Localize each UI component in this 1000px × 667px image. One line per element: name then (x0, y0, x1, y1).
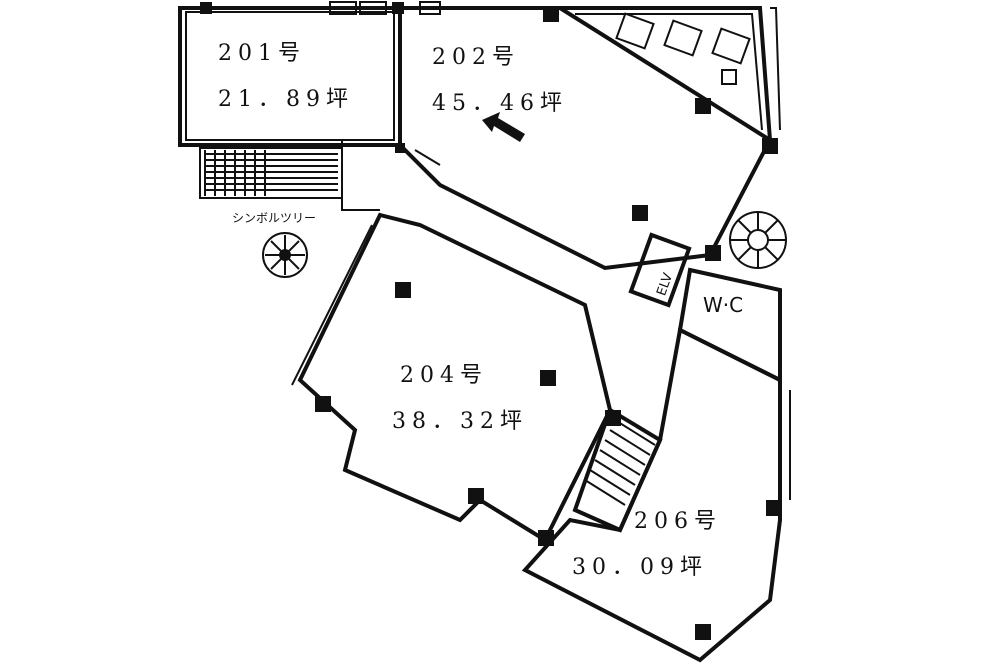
unit-201-walls (178, 6, 402, 147)
tree-icon (262, 232, 308, 278)
tree-caption: シンボルツリー (232, 211, 316, 225)
elevator-label: ELV (654, 271, 676, 298)
toilet-room (677, 267, 782, 384)
unit-201[interactable] (178, 6, 402, 147)
stairs-upper (199, 140, 380, 211)
corridor (342, 144, 606, 306)
unit-206[interactable] (521, 327, 791, 663)
unit-206-number: 206号 (634, 509, 722, 534)
elevator-shaft (628, 232, 692, 308)
balcony-202 (560, 6, 781, 141)
toilet-label: W·C (703, 293, 743, 317)
unit-204-area: 38．32坪 (392, 409, 528, 434)
unit-201-number: 201号 (218, 41, 306, 66)
spiral-stair-icon (729, 211, 787, 269)
unit-206-area: 30．09坪 (572, 555, 708, 580)
unit-201-inner-wall (185, 11, 395, 141)
unit-202-walls (398, 6, 773, 271)
unit-202-area: 45．46坪 (432, 91, 568, 116)
unit-201-area: 21．89坪 (218, 87, 354, 112)
entrance-arrow-icon (482, 112, 525, 142)
unit-202[interactable] (398, 6, 773, 271)
unit-202-number: 202号 (432, 45, 520, 70)
unit-206-walls (521, 327, 782, 663)
unit-204-number: 204号 (400, 363, 488, 388)
columns (200, 2, 782, 640)
